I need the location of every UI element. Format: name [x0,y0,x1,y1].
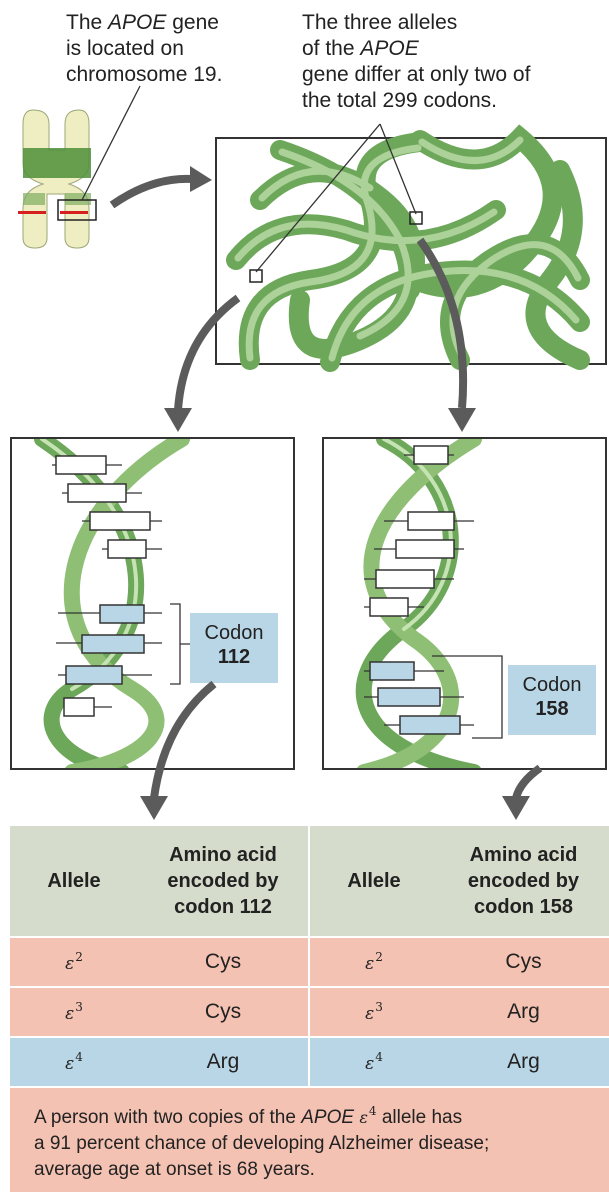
codon-word: Codon [522,674,582,696]
gene-name: APOE [301,1107,355,1128]
base-pair [407,511,455,531]
amino-cell: Arg [206,1050,240,1073]
header-allele: Allele [47,870,101,892]
caption-text: of the [302,37,361,60]
table-row: ε4 Arg ε4 Arg [10,1038,609,1086]
curved-arrow-icon [416,237,476,432]
codon-number: 158 [535,698,569,720]
allele-cell: ε2 [65,950,83,974]
header-amino-112: Amino acid encoded by codon 112 [167,844,279,918]
amino-cell: Arg [507,1050,540,1073]
allele-cell: ε3 [365,1000,383,1024]
codon-marker [409,211,423,225]
codon-marker [249,269,263,283]
caption-text: gene differ at only two of [302,63,531,86]
codon-base-pair [377,687,441,707]
caption-text: the total 299 codons. [302,89,497,112]
allele-cell: ε4 [65,1050,83,1074]
amino-cell: Arg [507,1000,540,1023]
codon-word: Codon [204,622,264,644]
base-pair [55,455,107,475]
base-pair [63,697,95,717]
base-pair [413,445,449,465]
codon-base-pair [369,661,415,681]
curved-arrow-icon [109,166,212,209]
top-diagram-art [18,85,607,432]
dna-panel-codon-112: Codon 112 [10,437,295,770]
column-divider [308,1038,310,1086]
codon-number: 112 [217,646,251,668]
base-pair [67,483,127,503]
base-pair [369,597,409,617]
allele-cell: ε4 [365,1050,383,1074]
alleles-caption: The three alleles of the APOE gene diffe… [302,10,602,114]
column-divider [308,938,310,986]
table-row: ε3 Cys ε3 Arg [10,988,609,1036]
codon-base-pair [65,665,123,685]
leader-line [379,123,417,215]
codon-label-158: Codon 158 [508,665,596,735]
codon-base-pair [399,715,461,735]
header-allele: Allele [347,870,401,892]
amino-cell: Cys [204,950,242,973]
base-pair [89,511,151,531]
table-arrows [140,680,543,820]
caption-text: The three alleles [302,11,458,34]
gene-name: APOE [360,37,419,60]
amino-cell: Cys [505,950,542,973]
caption-text: The [66,11,109,34]
table-row: ε2 Cys ε2 Cys [10,938,609,986]
chromatin-coil-illustration [226,124,590,372]
table-header-row: Allele Amino acid encoded by codon 112 A… [10,826,609,936]
alzheimer-risk-note: A person with two copies of the APOE ε4 … [10,1088,609,1192]
chromosome-icon [18,109,97,249]
header-amino-158: Amino acid encoded by codon 158 [467,844,580,918]
curved-arrow-icon [502,764,543,820]
chromosome-caption: The APOE gene is located on chromosome 1… [66,10,266,88]
dna-helix-illustration [355,439,503,768]
codon-bracket [170,603,190,685]
caption-text: chromosome 19. [66,63,223,86]
note-text: average age at onset is 68 years. [34,1159,315,1180]
caption-text: gene [166,11,219,34]
dna-helix-illustration [34,439,190,768]
leader-line [255,123,381,273]
column-divider [308,988,310,1036]
codon-base-pair [81,634,145,654]
caption-text: is located on [66,37,184,60]
curved-arrow-icon [164,294,241,432]
amino-cell: Cys [204,1000,242,1023]
codon-label-112: Codon 112 [190,613,278,683]
base-pair [375,569,435,589]
codon-base-pair [99,604,145,624]
gene-name: APOE [108,11,167,34]
base-pair [395,539,455,559]
dna-panel-codon-158: Codon 158 [322,437,607,770]
leader-line [81,85,141,201]
base-pair [107,539,147,559]
note-text: a 91 percent chance of developing Alzhei… [34,1133,490,1154]
column-divider [308,826,310,936]
codon-bracket [432,655,503,739]
curved-arrow-icon [140,680,217,820]
allele-cell: ε2 [365,950,383,974]
allele-cell: ε3 [65,1000,83,1024]
